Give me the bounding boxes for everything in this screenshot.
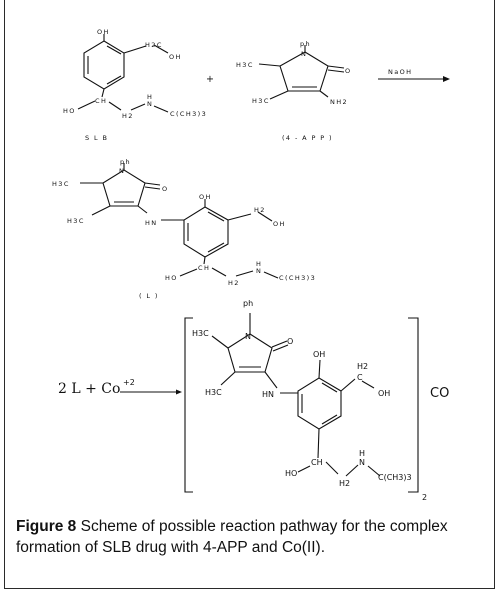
slb-n: N [147, 100, 153, 108]
ligand-oh2: OH [273, 220, 286, 228]
complex-o: O [287, 337, 293, 346]
slb-ho: HO [63, 107, 76, 115]
app-ph: ph [300, 40, 311, 48]
ligand-oh: OH [199, 193, 212, 201]
reaction-scheme: OH H2C OH HO CH H2 N H C(CH3)3 S L B + p… [52, 28, 450, 502]
slb-structure: OH H2C OH HO CH H2 N H C(CH3)3 S L B [63, 28, 207, 142]
ligand-benzene-ring [183, 206, 229, 258]
ligand-ch: CH [198, 264, 210, 272]
slb-oh-top: OH [97, 28, 110, 36]
ligand-h: H [256, 260, 262, 268]
right-bracket [408, 317, 419, 493]
figure-frame [4, 0, 495, 589]
slb-label: S L B [85, 134, 108, 142]
complex-ho: HO [285, 469, 297, 478]
caption-text: Scheme of possible reaction pathway for … [16, 518, 448, 556]
complex-co: CO [430, 386, 449, 401]
ligand-h3c-1: H3C [52, 180, 70, 188]
cobalt-charge: +2 [123, 378, 135, 387]
ligand-structure: ph N O H3C H3C HN OH H2 OH HO CH H2 N H … [52, 158, 316, 300]
ligand-ho: HO [165, 274, 178, 282]
complex-ch: CH [311, 458, 323, 467]
ligand-label: ( L ) [139, 292, 159, 300]
complex-oh2: OH [378, 389, 390, 398]
ligand-h3c-2: H3C [67, 217, 85, 225]
app-o: O [345, 67, 352, 75]
ligand-tbu: C(CH3)3 [279, 274, 316, 282]
complex-oh: OH [313, 350, 325, 359]
slb-tbu: C(CH3)3 [170, 110, 207, 118]
naoh-label: NaOH [388, 68, 412, 76]
app-structure: ph N O H3C H3C NH2 (4 - A P P ) [236, 40, 352, 142]
app-n: N [301, 50, 307, 58]
complex-brackets: 2 CO [184, 317, 449, 502]
complex-h2b: H2 [339, 479, 350, 488]
complex-tbu: C(CH3)3 [378, 473, 412, 482]
naoh-arrow: NaOH [378, 68, 450, 82]
slb-h2: H2 [122, 112, 134, 120]
complexation-equation: 2 L + Co +2 [58, 378, 182, 397]
slb-ch: CH [95, 97, 107, 105]
complex-h2: H2 [357, 362, 368, 371]
ligand-hn: HN [145, 219, 158, 227]
ligand-n2: N [256, 267, 262, 275]
app-label: (4 - A P P ) [282, 134, 333, 142]
app-nh2: NH2 [330, 98, 348, 106]
complex-h3c-2: H3C [205, 388, 222, 397]
ligand-pyrazolone-ring [102, 169, 146, 207]
complex-benzene-ring [297, 377, 342, 430]
ligand-o: O [162, 185, 169, 193]
complex-h: H [359, 449, 365, 458]
complex-structure: ph N O H3C H3C HN OH H2 C OH HO CH H2 N … [192, 299, 412, 488]
left-bracket [184, 317, 193, 493]
ligand-h2: H2 [254, 206, 266, 214]
complex-hn: HN [262, 390, 274, 399]
app-pyrazolone-ring [279, 51, 329, 92]
app-h3c-1: H3C [236, 61, 254, 69]
ligand-h2b: H2 [228, 279, 240, 287]
complex-ph: ph [243, 299, 253, 308]
app-h3c-2: H3C [252, 97, 270, 105]
complex-n2: N [359, 458, 365, 467]
slb-oh-side: OH [169, 53, 182, 61]
reagents-text: 2 L + Co [58, 381, 120, 397]
ligand-ph: ph [120, 158, 131, 166]
ligand-n: N [119, 167, 125, 175]
complex-h3c-1: H3C [192, 329, 209, 338]
complex-pyrazolone-ring [227, 333, 273, 373]
complex-c: C [357, 373, 363, 382]
figure-caption: Figure 8 Scheme of possible reaction pat… [16, 516, 484, 558]
plus-sign: + [206, 74, 214, 85]
complex-n: N [245, 332, 251, 341]
bracket-subscript: 2 [422, 493, 427, 502]
slb-ch2: H2C [145, 41, 163, 49]
slb-benzene-ring [83, 40, 125, 90]
caption-label: Figure 8 [16, 518, 77, 535]
slb-h: H [147, 93, 153, 101]
